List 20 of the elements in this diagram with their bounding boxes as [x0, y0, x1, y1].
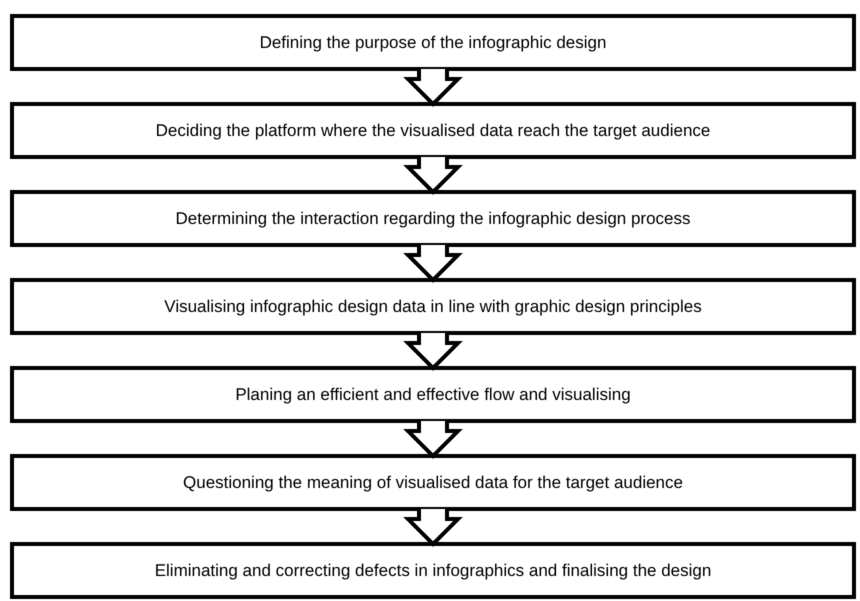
step-text: Determining the interaction regarding the infographic design process — [175, 208, 691, 230]
step-text: Questioning the meaning of visualised data for the target audience — [183, 472, 683, 494]
step-text: Defining the purpose of the infographic design — [260, 32, 606, 54]
block-arrow — [403, 331, 463, 371]
block-arrow — [403, 419, 463, 459]
process-box — [10, 14, 856, 71]
block-arrow — [403, 155, 463, 195]
process-box — [10, 542, 856, 599]
step-text: Planing an efficient and effective flow and visualising — [235, 384, 631, 406]
process-box — [10, 278, 856, 335]
process-box — [10, 190, 856, 247]
process-box — [10, 366, 856, 423]
step-text: Visualising infographic design data in line with graphic design principles — [164, 296, 702, 318]
process-box — [10, 454, 856, 511]
block-arrow — [403, 507, 463, 547]
block-arrow — [403, 67, 463, 107]
block-arrow — [403, 243, 463, 283]
process-box — [10, 102, 856, 159]
step-text: Eliminating and correcting defects in infographics and finalising the design — [154, 560, 712, 582]
step-text: Deciding the platform where the visualised data reach the target audience — [156, 120, 710, 142]
